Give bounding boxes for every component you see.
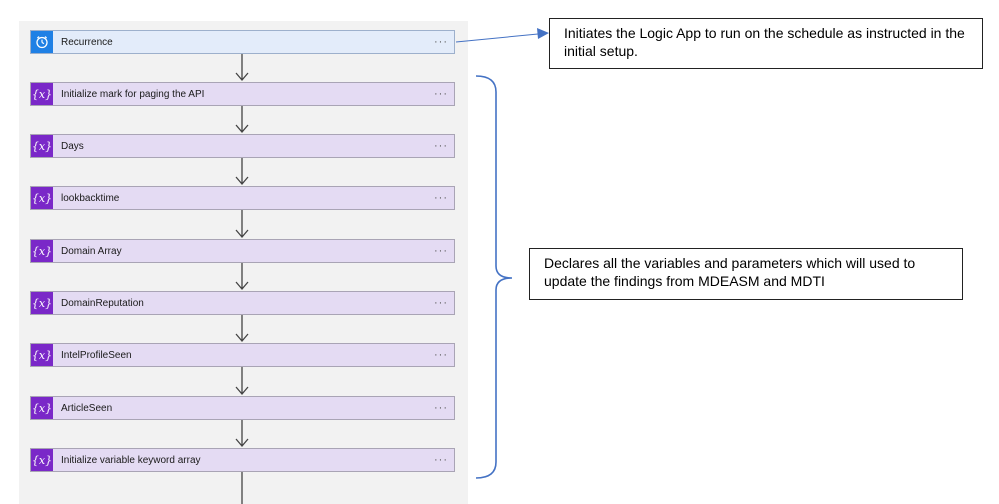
step-article-seen[interactable]: {x} ArticleSeen ··· xyxy=(30,396,455,420)
variable-icon: {x} xyxy=(31,449,53,471)
clock-icon xyxy=(31,31,53,53)
step-initialize-mark[interactable]: {x} Initialize mark for paging the API ·… xyxy=(30,82,455,106)
step-initialize-keyword-array[interactable]: {x} Initialize variable keyword array ··… xyxy=(30,448,455,472)
variable-icon: {x} xyxy=(31,344,53,366)
more-options-icon[interactable]: ··· xyxy=(434,88,448,100)
callout-trigger-note: Initiates the Logic App to run on the sc… xyxy=(549,18,983,69)
step-domain-reputation[interactable]: {x} DomainReputation ··· xyxy=(30,291,455,315)
variable-icon: {x} xyxy=(31,240,53,262)
variable-icon: {x} xyxy=(31,187,53,209)
step-lookbacktime[interactable]: {x} lookbacktime ··· xyxy=(30,186,455,210)
step-label: Days xyxy=(61,140,84,152)
variable-icon: {x} xyxy=(31,135,53,157)
callout-text: Initiates the Logic App to run on the sc… xyxy=(564,25,965,59)
step-label: Initialize variable keyword array xyxy=(61,454,201,466)
step-days[interactable]: {x} Days ··· xyxy=(30,134,455,158)
step-label: DomainReputation xyxy=(61,297,144,309)
step-intel-profile-seen[interactable]: {x} IntelProfileSeen ··· xyxy=(30,343,455,367)
more-options-icon[interactable]: ··· xyxy=(434,140,448,152)
brace-icon xyxy=(475,75,513,479)
step-label: Initialize mark for paging the API xyxy=(61,88,205,100)
more-options-icon[interactable]: ··· xyxy=(434,297,448,309)
trigger-step-recurrence[interactable]: Recurrence ··· xyxy=(30,30,455,54)
more-options-icon[interactable]: ··· xyxy=(434,454,448,466)
variable-icon: {x} xyxy=(31,292,53,314)
pointer-arrow-icon xyxy=(455,28,549,43)
callout-variables-note: Declares all the variables and parameter… xyxy=(529,248,963,300)
more-options-icon[interactable]: ··· xyxy=(434,402,448,414)
variable-icon: {x} xyxy=(31,83,53,105)
step-label: IntelProfileSeen xyxy=(61,349,132,361)
step-domain-array[interactable]: {x} Domain Array ··· xyxy=(30,239,455,263)
more-options-icon[interactable]: ··· xyxy=(434,349,448,361)
more-options-icon[interactable]: ··· xyxy=(434,36,448,48)
more-options-icon[interactable]: ··· xyxy=(434,245,448,257)
callout-text: Declares all the variables and parameter… xyxy=(544,255,916,289)
more-options-icon[interactable]: ··· xyxy=(434,192,448,204)
step-label: Recurrence xyxy=(61,36,113,48)
step-label: lookbacktime xyxy=(61,192,120,204)
step-label: Domain Array xyxy=(61,245,122,257)
step-label: ArticleSeen xyxy=(61,402,113,414)
variable-icon: {x} xyxy=(31,397,53,419)
